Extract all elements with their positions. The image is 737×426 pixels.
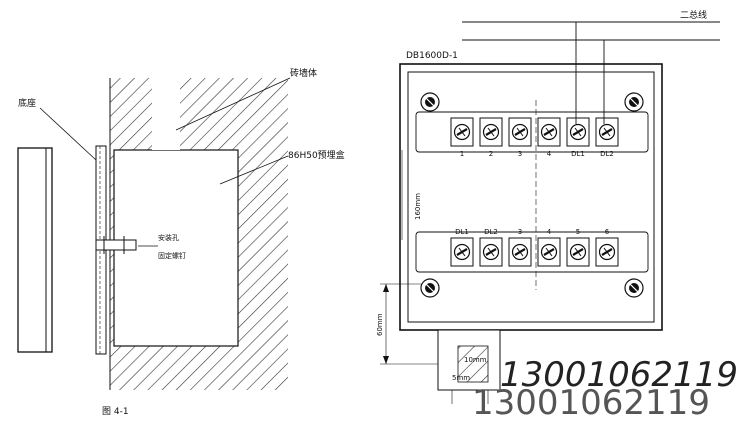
terminal-label: 2: [489, 150, 493, 158]
terminal-label: DL1: [571, 150, 585, 158]
corner-screw-tl: [420, 92, 440, 112]
terminal-block: [595, 117, 619, 147]
terminal-label: 3: [518, 228, 522, 236]
watermark-phone-front: 13001062119: [500, 355, 737, 395]
figure-caption: 图 4-1: [102, 406, 129, 417]
terminal-block: [595, 237, 619, 267]
spacing-dim-label: 60mm: [376, 313, 384, 336]
top-terminal-row: 1 2 3 4 DL1 DL2: [450, 117, 619, 158]
terminal-label: DL1: [455, 228, 469, 236]
terminal-label: 1: [460, 150, 464, 158]
terminal-label: DL2: [600, 150, 614, 158]
terminal-block: [479, 117, 503, 147]
terminal-board: [399, 63, 663, 331]
two-bus-label: 二总线: [680, 9, 707, 21]
terminal-block: [508, 117, 532, 147]
small-dim-2: 5mm: [452, 374, 470, 382]
two-bus-lines: [462, 21, 720, 124]
terminal-block: [479, 237, 503, 267]
label-mount-hole: 安装孔: [158, 233, 179, 242]
small-dim-1: 10mm: [464, 356, 487, 364]
terminal-label: 4: [547, 228, 552, 236]
bottom-terminal-row: DL1 DL2 3 4 5 6: [450, 228, 619, 267]
label-embedded-box: 86H50预埋盒: [288, 149, 345, 161]
corner-screw-bl: [420, 278, 440, 298]
terminal-block: [566, 237, 590, 267]
device-base-side: [17, 145, 137, 355]
corner-screw-br: [624, 278, 644, 298]
terminal-block: [450, 117, 474, 147]
model-label: DB1600D-1: [406, 51, 458, 61]
watermark-phone-back: 13001062119: [472, 383, 710, 423]
terminal-label: 3: [518, 150, 522, 158]
left-leaders: [39, 77, 291, 247]
terminal-block: [537, 237, 561, 267]
terminal-block: [450, 237, 474, 267]
knockout-box: [437, 329, 501, 404]
terminal-label: 6: [605, 228, 610, 236]
terminal-label: 4: [547, 150, 552, 158]
label-fix-screw: 固定螺钉: [158, 251, 186, 260]
label-brick-wall: 砖墙体: [290, 67, 317, 79]
terminal-label: DL2: [484, 228, 498, 236]
terminal-block: [566, 117, 590, 147]
terminal-block: [537, 117, 561, 147]
terminal-label: 5: [576, 228, 580, 236]
terminal-block: [508, 237, 532, 267]
height-dim-label: 160mm: [414, 193, 422, 220]
wall-section: [109, 78, 288, 390]
label-base: 底座: [18, 97, 36, 109]
corner-screw-tr: [624, 92, 644, 112]
